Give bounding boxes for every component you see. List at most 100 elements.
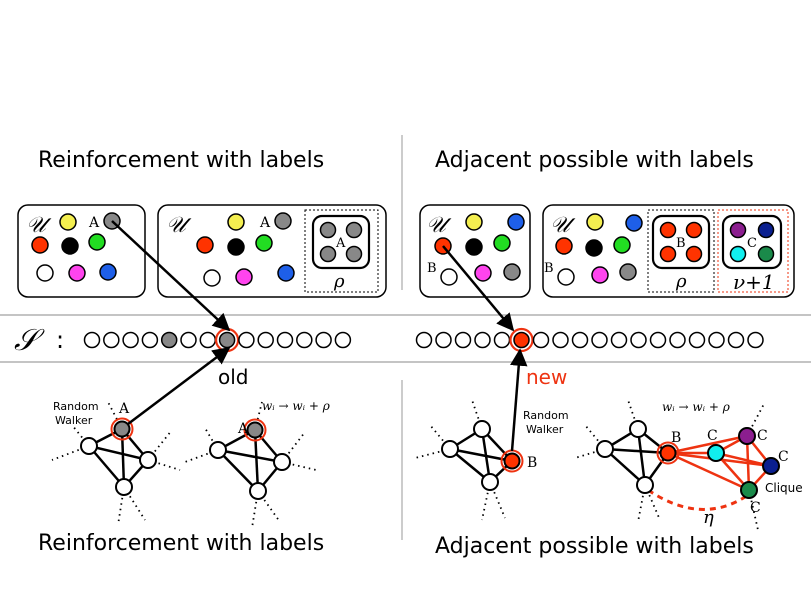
ball-gray [274,212,292,230]
graph-node [209,441,227,459]
graph-walker-left: A Random Walker [51,400,181,526]
walker-node [113,420,131,438]
sequence-element-old [218,331,236,349]
sequence-element [688,331,706,349]
random-walker-label: Walker [55,414,93,427]
title-top-right: Adjacent possible with labels [435,148,754,173]
graph-node [596,440,614,458]
graph-walker-right: B Random Walker [414,399,569,521]
urn-box-2: 𝒰 A A ρ [157,204,387,298]
ball-navy [757,221,775,239]
walker-highlight [110,417,134,441]
graph-node [249,482,267,500]
sequence-element [591,331,608,349]
sequence-element [435,331,452,349]
arrow-urn-to-old [111,220,231,332]
ball-green [88,233,106,251]
sequence-element [708,331,725,349]
sequence-right [415,327,764,353]
ball-yellow [227,213,245,231]
sequence-element [630,331,647,349]
ball-black [227,238,245,256]
urn-symbol: 𝒰 [166,213,192,238]
ball-green [493,234,511,252]
sequence-element [180,331,197,349]
label-a: A [259,215,271,231]
label-b: B [527,455,537,471]
sequence-element [334,331,352,349]
ball-purple [729,221,747,239]
label-a: A [118,401,130,417]
clique-node-navy [762,457,780,475]
ball-gray [319,221,337,239]
sequence-element-gray [160,331,178,349]
random-walker-label: Random [53,400,99,413]
label-a: A [88,215,100,231]
rho-symbol: ρ [333,271,345,292]
sequence-element [474,331,491,349]
label-c: C [778,449,789,465]
urn-symbol: 𝒰 [26,213,52,238]
label-b: B [427,261,437,276]
graph-node [481,473,499,491]
urn-box-3: 𝒰 B [419,204,531,298]
sequence-symbol: 𝒮 [14,323,45,358]
title-bottom-right: Adjacent possible with labels [435,534,754,559]
sequence-element [669,331,686,349]
ball-white [557,268,575,286]
ball-white [203,269,221,287]
ball-red [31,236,49,254]
label-b: B [544,261,554,276]
arrow-walker-to-new [510,348,528,452]
random-walker-label: Walker [526,423,564,436]
sequence-element [747,331,764,349]
title-bottom-left: Reinforcement with labels [38,531,324,556]
ball-magenta [235,268,253,286]
sequence-left [83,327,352,353]
sequence-element [276,331,294,349]
ball-red [196,236,214,254]
ball-blue [625,214,643,232]
sequence-element [552,331,569,349]
walker-node [659,444,677,462]
graph-node [636,476,654,494]
arrow-urn-to-new [442,245,515,332]
sequence-element [493,331,511,349]
ball-blue [277,264,295,282]
weight-update-formula: wᵢ → wᵢ + ρ [262,399,330,413]
ball-yellow [465,213,483,231]
ball-black [61,237,79,255]
ball-yellow [59,213,77,231]
ball-red [659,245,677,263]
sequence-colon: : [56,326,64,354]
label-c: C [750,500,761,516]
nu-plus-one-symbol: ν+1 [733,270,775,294]
ball-red [555,237,573,255]
sequence-element [199,331,217,349]
ball-gray [503,263,521,281]
walker-node [503,452,521,470]
ball-magenta [474,264,492,282]
urn-box-1: 𝒰 A [17,204,146,298]
sequence-element [103,331,120,349]
graph-node [441,440,459,458]
ball-white [36,264,54,282]
sequence-element [415,331,433,349]
clique-label: Clique [765,481,803,495]
graph-node [80,437,98,455]
old-label: old [218,365,249,389]
rho-dotted-box [304,209,379,293]
graph-reinforced-left: A wᵢ → wᵢ + ρ [184,399,330,529]
rho-ball-group [651,214,711,270]
graph-adjacent-right: B C C C C Clique η wᵢ → wᵢ + ρ [574,399,803,531]
urn-symbol: 𝒰 [550,213,576,238]
ball-white [440,268,458,286]
ball-cyan [729,245,747,263]
sequence-element [238,331,255,349]
nu-plus-one-ball-group [721,214,783,270]
ball-gray [345,221,363,239]
sequence-element [83,331,101,349]
sequence-element [257,331,274,349]
ball-gray [345,245,363,263]
